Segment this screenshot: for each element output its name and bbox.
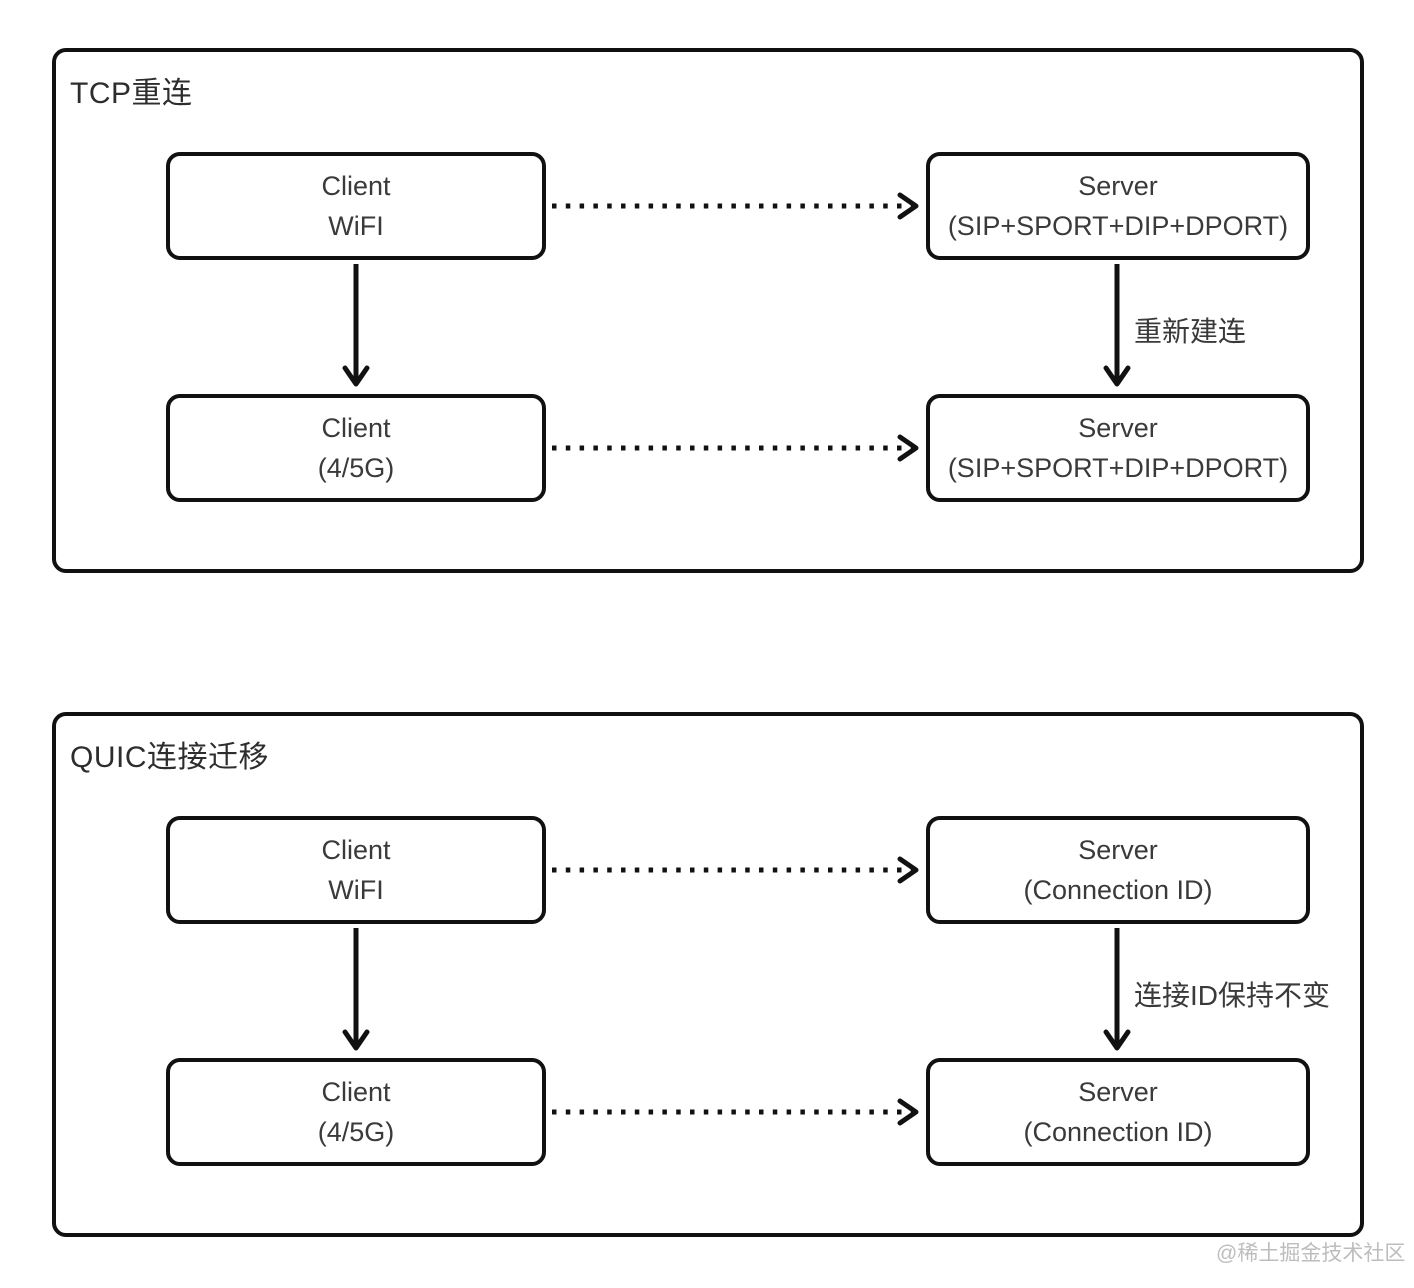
server-box-top: Server (Connection ID) xyxy=(926,816,1310,924)
client-cellular-box: Client (4/5G) xyxy=(166,394,546,502)
arrow-layer xyxy=(342,192,1131,462)
box-line-1: Client xyxy=(321,413,391,443)
box-line-1: Server xyxy=(1078,835,1158,865)
box-line-1: Client xyxy=(321,835,391,865)
watermark: @稀土掘金技术社区 xyxy=(1216,1242,1406,1265)
quic-migration-panel: QUIC连接迁移 Client WiFI Server (Connection … xyxy=(52,712,1364,1237)
server-box-top: Server (SIP+SPORT+DIP+DPORT) xyxy=(926,152,1310,260)
box-line-2: WiFI xyxy=(328,211,384,241)
box-line-1: Client xyxy=(321,171,391,201)
box-line-2: (Connection ID) xyxy=(1023,875,1213,905)
arrow-label: 连接ID保持不变 xyxy=(1134,980,1331,1011)
box-line-1: Client xyxy=(321,1077,391,1107)
box-line-2: (SIP+SPORT+DIP+DPORT) xyxy=(947,453,1289,483)
client-cellular-box: Client (4/5G) xyxy=(166,1058,546,1166)
server-box-bottom: Server (Connection ID) xyxy=(926,1058,1310,1166)
box-line-1: Server xyxy=(1078,1077,1158,1107)
tcp-reconnect-panel: TCP重连 Client WiFI Server (SIP+SPORT+DIP+… xyxy=(52,48,1364,573)
client-wifi-box: Client WiFI xyxy=(166,152,546,260)
box-line-1: Server xyxy=(1078,413,1158,443)
panel-title: QUIC连接迁移 xyxy=(70,741,269,774)
box-line-2: (4/5G) xyxy=(317,1117,395,1147)
server-box-bottom: Server (SIP+SPORT+DIP+DPORT) xyxy=(926,394,1310,502)
arrow-layer xyxy=(342,856,1131,1126)
box-line-2: (Connection ID) xyxy=(1023,1117,1213,1147)
box-line-2: (SIP+SPORT+DIP+DPORT) xyxy=(947,211,1289,241)
box-line-2: (4/5G) xyxy=(317,453,395,483)
client-wifi-box: Client WiFI xyxy=(166,816,546,924)
box-line-2: WiFI xyxy=(328,875,384,905)
panel-title: TCP重连 xyxy=(70,77,193,110)
box-line-1: Server xyxy=(1078,171,1158,201)
arrow-label: 重新建连 xyxy=(1134,316,1247,347)
